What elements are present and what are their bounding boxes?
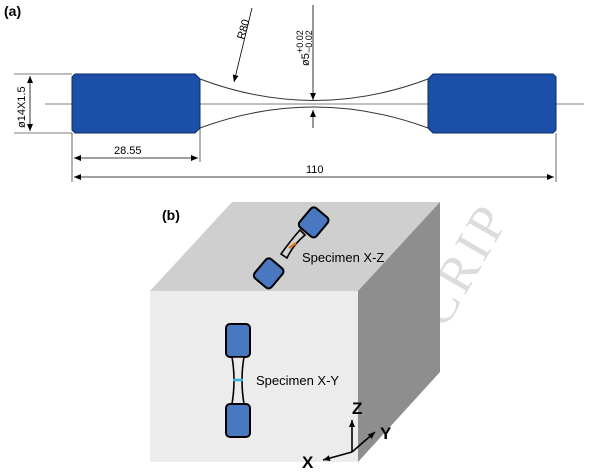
specimen-xz-label: Specimen X-Z — [302, 250, 384, 265]
x-axis-label: X — [302, 453, 314, 472]
gauge-lower-curve — [199, 106, 429, 129]
grip-diameter-label: ø14X1.5 — [16, 86, 28, 128]
radius-leader — [232, 7, 253, 83]
specimen-xy — [225, 323, 251, 438]
gauge-upper-curve — [199, 78, 429, 101]
panel-b-label: (b) — [162, 207, 180, 223]
specimen-xz-grip-top — [297, 206, 330, 239]
panel-a-label: (a) — [4, 3, 21, 19]
total-length-label: 110 — [306, 164, 324, 176]
cube-top-face — [150, 202, 440, 291]
axis-triad — [322, 420, 376, 462]
cube-front-face — [150, 291, 358, 462]
specimen-xy-grip-top — [225, 323, 251, 358]
specimen-xz — [252, 206, 330, 290]
specimen-xy-label: Specimen X-Y — [256, 373, 339, 388]
radius-label: R80 — [235, 18, 252, 41]
specimen-xz-mark — [288, 241, 297, 250]
specimen-xz-grip-bottom — [252, 257, 285, 290]
neck-dim-text: ø5 +0.02 −0.02 — [295, 30, 314, 66]
specimen-xy-grip-bottom — [225, 403, 251, 438]
y-axis-label: Y — [380, 424, 392, 443]
right-grip — [427, 73, 557, 134]
z-axis-label: Z — [352, 399, 362, 418]
neck-diameter-label: ø5 — [300, 53, 312, 66]
x-axis-arrow — [322, 451, 353, 462]
grip-length-label: 28.55 — [114, 145, 142, 157]
neck-tol-upper: +0.02 — [295, 30, 305, 53]
y-axis-arrow — [351, 431, 376, 453]
left-grip — [71, 73, 201, 134]
neck-tol-lower: −0.02 — [304, 30, 314, 53]
cube-right-face — [358, 202, 440, 462]
